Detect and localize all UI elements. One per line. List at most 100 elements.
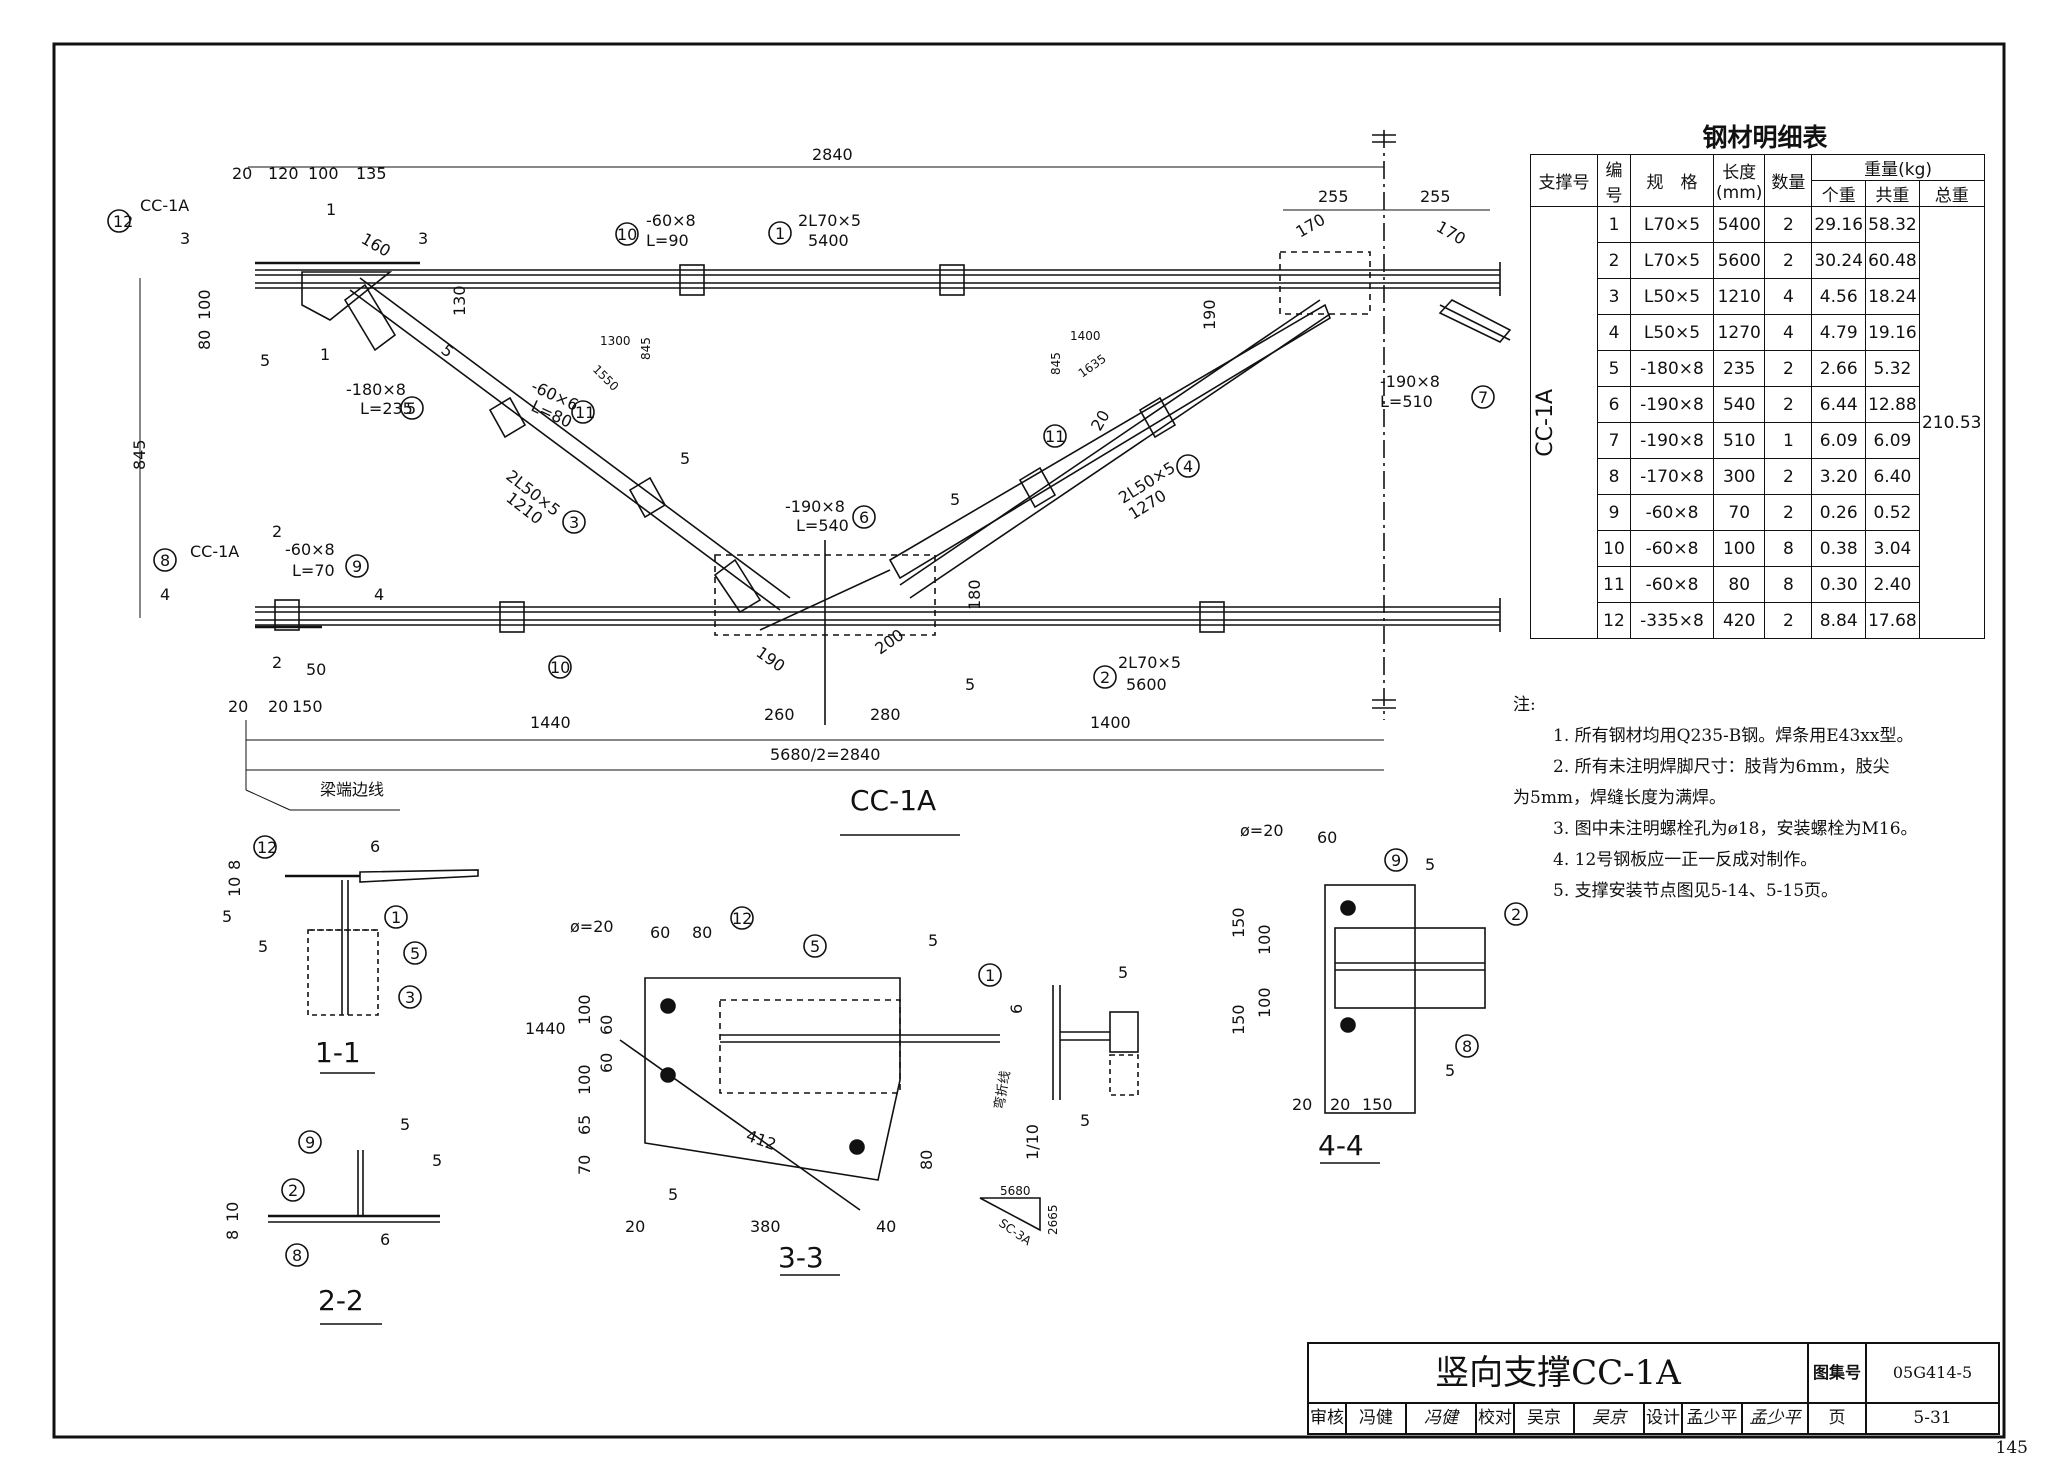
cell-qty: 2 (1764, 350, 1813, 387)
svg-text:1635: 1635 (1076, 351, 1109, 380)
svg-text:20: 20 (268, 697, 288, 716)
cell-total: 19.16 (1865, 314, 1920, 351)
svg-text:11: 11 (575, 403, 595, 422)
svg-text:6: 6 (370, 837, 380, 856)
cell-no: 6 (1597, 386, 1631, 423)
svg-text:1400: 1400 (1090, 713, 1131, 732)
svg-text:200: 200 (871, 625, 907, 658)
cell-total: 17.68 (1865, 602, 1920, 639)
svg-text:100: 100 (1255, 987, 1274, 1018)
cell-qty: 2 (1764, 206, 1813, 243)
cell-unit: 2.66 (1811, 350, 1867, 387)
svg-text:80: 80 (917, 1150, 936, 1170)
svg-text:8: 8 (1462, 1037, 1472, 1056)
cell-qty: 2 (1764, 386, 1813, 423)
cell-no: 2 (1597, 242, 1631, 279)
svg-text:20: 20 (232, 164, 252, 183)
col-item-no: 编号 (1597, 154, 1631, 207)
svg-text:20: 20 (1330, 1095, 1350, 1114)
svg-text:5: 5 (810, 937, 820, 956)
svg-text:11: 11 (1045, 427, 1065, 446)
col-qty: 数量 (1764, 154, 1813, 207)
cell-qty: 2 (1764, 458, 1813, 495)
main-elevation (139, 130, 1512, 836)
cell-len: 510 (1712, 422, 1766, 459)
check-signature: 吴京 (1575, 1404, 1645, 1433)
page-no: 5-31 (1913, 1408, 1952, 1428)
steel-table: 支撑号 编号 规 格 长度(mm) 数量 重量(kg) 个重 共重 总重 CC-… (1530, 154, 1985, 639)
svg-text:80: 80 (195, 330, 214, 350)
svg-text:60: 60 (597, 1015, 616, 1035)
svg-text:1: 1 (326, 200, 336, 219)
cell-total: 5.32 (1865, 350, 1920, 387)
svg-text:100: 100 (195, 289, 214, 320)
svg-text:20: 20 (625, 1217, 645, 1236)
svg-text:6: 6 (859, 508, 869, 527)
svg-text:10: 10 (617, 225, 637, 244)
svg-text:50: 50 (306, 660, 326, 679)
section-1-1-labels: 12 1 5 3 10 8 6 5 5 1-1 (222, 835, 427, 1069)
svg-text:ø=20: ø=20 (570, 917, 614, 936)
svg-text:255: 255 (1420, 187, 1451, 206)
brace-name: CC-1A (1533, 388, 1558, 457)
note-item: 3. 图中未注明螺栓孔为ø18，安装螺栓为M16。 (1553, 819, 1918, 839)
section-3-3 (619, 977, 1139, 1276)
cell-total: 60.48 (1865, 242, 1920, 279)
svg-text:L=510: L=510 (1380, 392, 1433, 411)
cell-unit: 8.84 (1811, 602, 1867, 639)
page-number: 145 (1995, 1438, 2028, 1458)
signature-row: 审核 冯健 冯健 校对 吴京 吴京 设计 孟少平 孟少平 页 5-31 (1309, 1404, 1998, 1433)
cell-total: 6.40 (1865, 458, 1920, 495)
cell-qty: 8 (1764, 566, 1813, 603)
cell-len: 540 (1712, 386, 1766, 423)
check-name: 吴京 (1515, 1404, 1575, 1433)
cell-total: 2.40 (1865, 566, 1920, 603)
section-4-4 (1320, 884, 1486, 1164)
svg-text:2: 2 (272, 653, 282, 672)
svg-text:100: 100 (575, 1064, 594, 1095)
svg-text:2L70×5: 2L70×5 (798, 211, 861, 230)
cell-len: 300 (1712, 458, 1766, 495)
review-label: 审核 (1309, 1404, 1347, 1433)
svg-text:12: 12 (113, 212, 133, 231)
cell-no: 11 (1597, 566, 1631, 603)
cell-spec: -170×8 (1630, 458, 1714, 495)
steel-table-title: 钢材明细表 (1702, 123, 1828, 152)
svg-text:1: 1 (320, 345, 330, 364)
cell-qty: 2 (1764, 602, 1813, 639)
cell-spec: -180×8 (1630, 350, 1714, 387)
svg-text:100: 100 (308, 164, 339, 183)
svg-text:845: 845 (130, 439, 149, 470)
col-sum-weight: 总重 (1918, 180, 1985, 207)
cell-len: 70 (1712, 494, 1766, 531)
svg-text:10: 10 (223, 1202, 242, 1222)
svg-text:180: 180 (965, 579, 984, 610)
svg-text:2-2: 2-2 (318, 1284, 364, 1317)
cell-total: 3.04 (1865, 530, 1920, 567)
svg-text:5: 5 (928, 931, 938, 950)
col-spec: 规 格 (1630, 154, 1714, 207)
section-1-1 (285, 869, 479, 1074)
svg-text:60: 60 (597, 1053, 616, 1073)
section-4-4-labels: 9 2 8 ø=20 60 150 100 100 150 20 20 150 … (1229, 821, 1528, 1162)
cell-spec: -190×8 (1630, 386, 1714, 423)
col-brace-no: 支撑号 (1530, 154, 1598, 207)
cell-spec: L50×5 (1630, 314, 1714, 351)
design-label: 设计 (1645, 1404, 1683, 1433)
cell-no: 1 (1597, 206, 1631, 243)
main-elevation-dims: 20 120 100 135 2840 255 255 160 170 170 … (130, 145, 1469, 1038)
svg-text:8: 8 (160, 551, 170, 570)
svg-text:150: 150 (1362, 1095, 1393, 1114)
svg-text:6: 6 (1007, 1004, 1026, 1014)
drawing-title: 竖向支撑CC-1A (1309, 1344, 1809, 1404)
svg-text:5400: 5400 (808, 231, 849, 250)
review-signature: 冯健 (1407, 1404, 1477, 1433)
svg-text:80: 80 (692, 923, 712, 942)
svg-text:1550: 1550 (590, 362, 621, 393)
cell-no: 4 (1597, 314, 1631, 351)
